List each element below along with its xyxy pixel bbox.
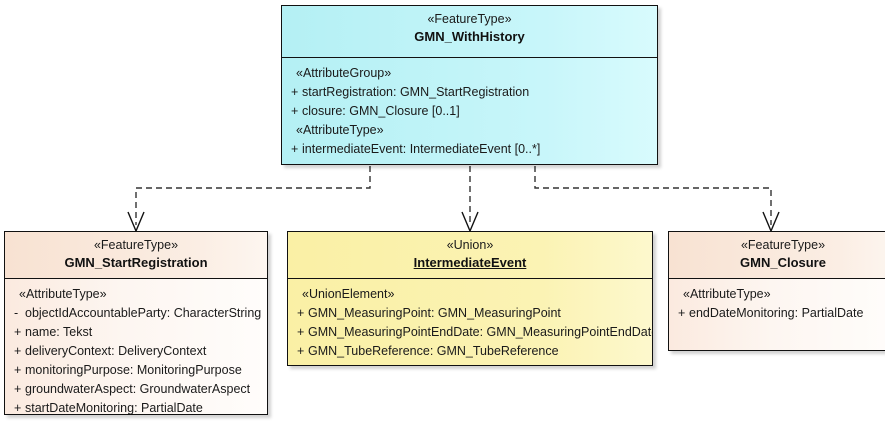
attribute-visibility: + (14, 325, 22, 339)
attribute-text: GMN_MeasuringPoint: GMN_MeasuringPoint (308, 306, 561, 320)
attribute-text: endDateMonitoring: PartialDate (689, 306, 864, 320)
class-stereotype: «FeatureType» (427, 12, 512, 26)
class-box-intermediateevent[interactable]: «Union» IntermediateEvent «UnionElement»… (287, 231, 653, 366)
attribute-row[interactable]: + GMN_MeasuringPoint: GMN_MeasuringPoint (288, 304, 652, 323)
attribute-visibility: + (291, 85, 299, 99)
class-header-intermediateevent: «Union» IntermediateEvent (288, 232, 652, 279)
attribute-text: GMN_MeasuringPointEndDate: GMN_Measuring… (308, 325, 653, 339)
attribute-visibility: + (297, 325, 305, 339)
attribute-visibility: + (14, 382, 22, 396)
attribute-visibility: + (291, 142, 299, 156)
attribute-text: name: Tekst (25, 325, 93, 339)
connector-dependency-intermediate-event (461, 166, 479, 233)
attribute-text: closure: GMN_Closure [0..1] (302, 104, 460, 118)
attribute-text: monitoringPurpose: MonitoringPurpose (25, 363, 242, 377)
attribute-row[interactable]: + deliveryContext: DeliveryContext (5, 342, 267, 361)
attribute-row[interactable]: + endDateMonitoring: PartialDate (669, 304, 885, 323)
connector-dependency-start-registration (127, 166, 371, 233)
class-title: GMN_WithHistory (414, 29, 525, 44)
class-header-gmn-closure: «FeatureType» GMN_Closure (669, 232, 885, 279)
attribute-visibility: + (297, 344, 305, 358)
attribute-row[interactable]: + name: Tekst (5, 323, 267, 342)
connector-dependency-closure (534, 166, 780, 233)
attribute-text: deliveryContext: DeliveryContext (25, 344, 207, 358)
attribute-row[interactable]: + intermediateEvent: IntermediateEvent [… (282, 140, 657, 159)
class-title: IntermediateEvent (413, 255, 527, 270)
class-title: GMN_StartRegistration (64, 255, 208, 270)
attribute-row[interactable]: + GMN_TubeReference: GMN_TubeReference (288, 342, 652, 361)
class-box-gmn-startregistration[interactable]: «FeatureType» GMN_StartRegistration «Att… (4, 231, 268, 415)
attribute-group-label: «AttributeType» (683, 287, 771, 301)
class-box-gmn-withhistory[interactable]: «FeatureType» GMN_WithHistory «Attribute… (281, 5, 658, 165)
attribute-text: intermediateEvent: IntermediateEvent [0.… (302, 142, 541, 156)
attribute-text: startDateMonitoring: PartialDate (25, 401, 203, 415)
class-title: GMN_Closure (740, 255, 826, 270)
attribute-row[interactable]: + GMN_MeasuringPointEndDate: GMN_Measuri… (288, 323, 652, 342)
attribute-group-label: «AttributeType» (296, 123, 384, 137)
attribute-group-label: «UnionElement» (302, 287, 395, 301)
class-body-gmn-closure: «AttributeType» + endDateMonitoring: Par… (669, 279, 885, 350)
attribute-text: groundwaterAspect: GroundwaterAspect (25, 382, 251, 396)
attribute-visibility: + (14, 401, 22, 415)
attribute-row[interactable]: + groundwaterAspect: GroundwaterAspect (5, 380, 267, 399)
attribute-text: startRegistration: GMN_StartRegistration (302, 85, 530, 99)
class-body-gmn-startregistration: «AttributeType» - objectIdAccountablePar… (5, 279, 267, 414)
attribute-row[interactable]: + startDateMonitoring: PartialDate (5, 399, 267, 415)
class-stereotype: «Union» (446, 238, 494, 252)
attribute-row[interactable]: - objectIdAccountableParty: CharacterStr… (5, 304, 267, 323)
class-stereotype: «FeatureType» (740, 238, 826, 252)
attribute-text: GMN_TubeReference: GMN_TubeReference (308, 344, 559, 358)
attribute-visibility: - (14, 306, 19, 320)
attribute-group-label: «AttributeType» (19, 287, 107, 301)
attribute-row[interactable]: + closure: GMN_Closure [0..1] (282, 102, 657, 121)
attribute-group-label: «AttributeGroup» (296, 66, 392, 80)
attribute-row[interactable]: + startRegistration: GMN_StartRegistrati… (282, 83, 657, 102)
class-stereotype: «FeatureType» (93, 238, 179, 252)
attribute-row[interactable]: + monitoringPurpose: MonitoringPurpose (5, 361, 267, 380)
attribute-visibility: + (14, 344, 22, 358)
attribute-visibility: + (291, 104, 299, 118)
class-box-gmn-closure[interactable]: «FeatureType» GMN_Closure «AttributeType… (668, 231, 885, 351)
class-body-gmn-withhistory: «AttributeGroup» + startRegistration: GM… (282, 58, 657, 159)
attribute-visibility: + (14, 363, 22, 377)
attribute-visibility: + (297, 306, 305, 320)
class-header-gmn-withhistory: «FeatureType» GMN_WithHistory (282, 6, 657, 58)
attribute-visibility: + (678, 306, 686, 320)
class-body-intermediateevent: «UnionElement» + GMN_MeasuringPoint: GMN… (288, 279, 652, 365)
attribute-text: objectIdAccountableParty: CharacterStrin… (25, 306, 262, 320)
class-header-gmn-startregistration: «FeatureType» GMN_StartRegistration (5, 232, 267, 279)
